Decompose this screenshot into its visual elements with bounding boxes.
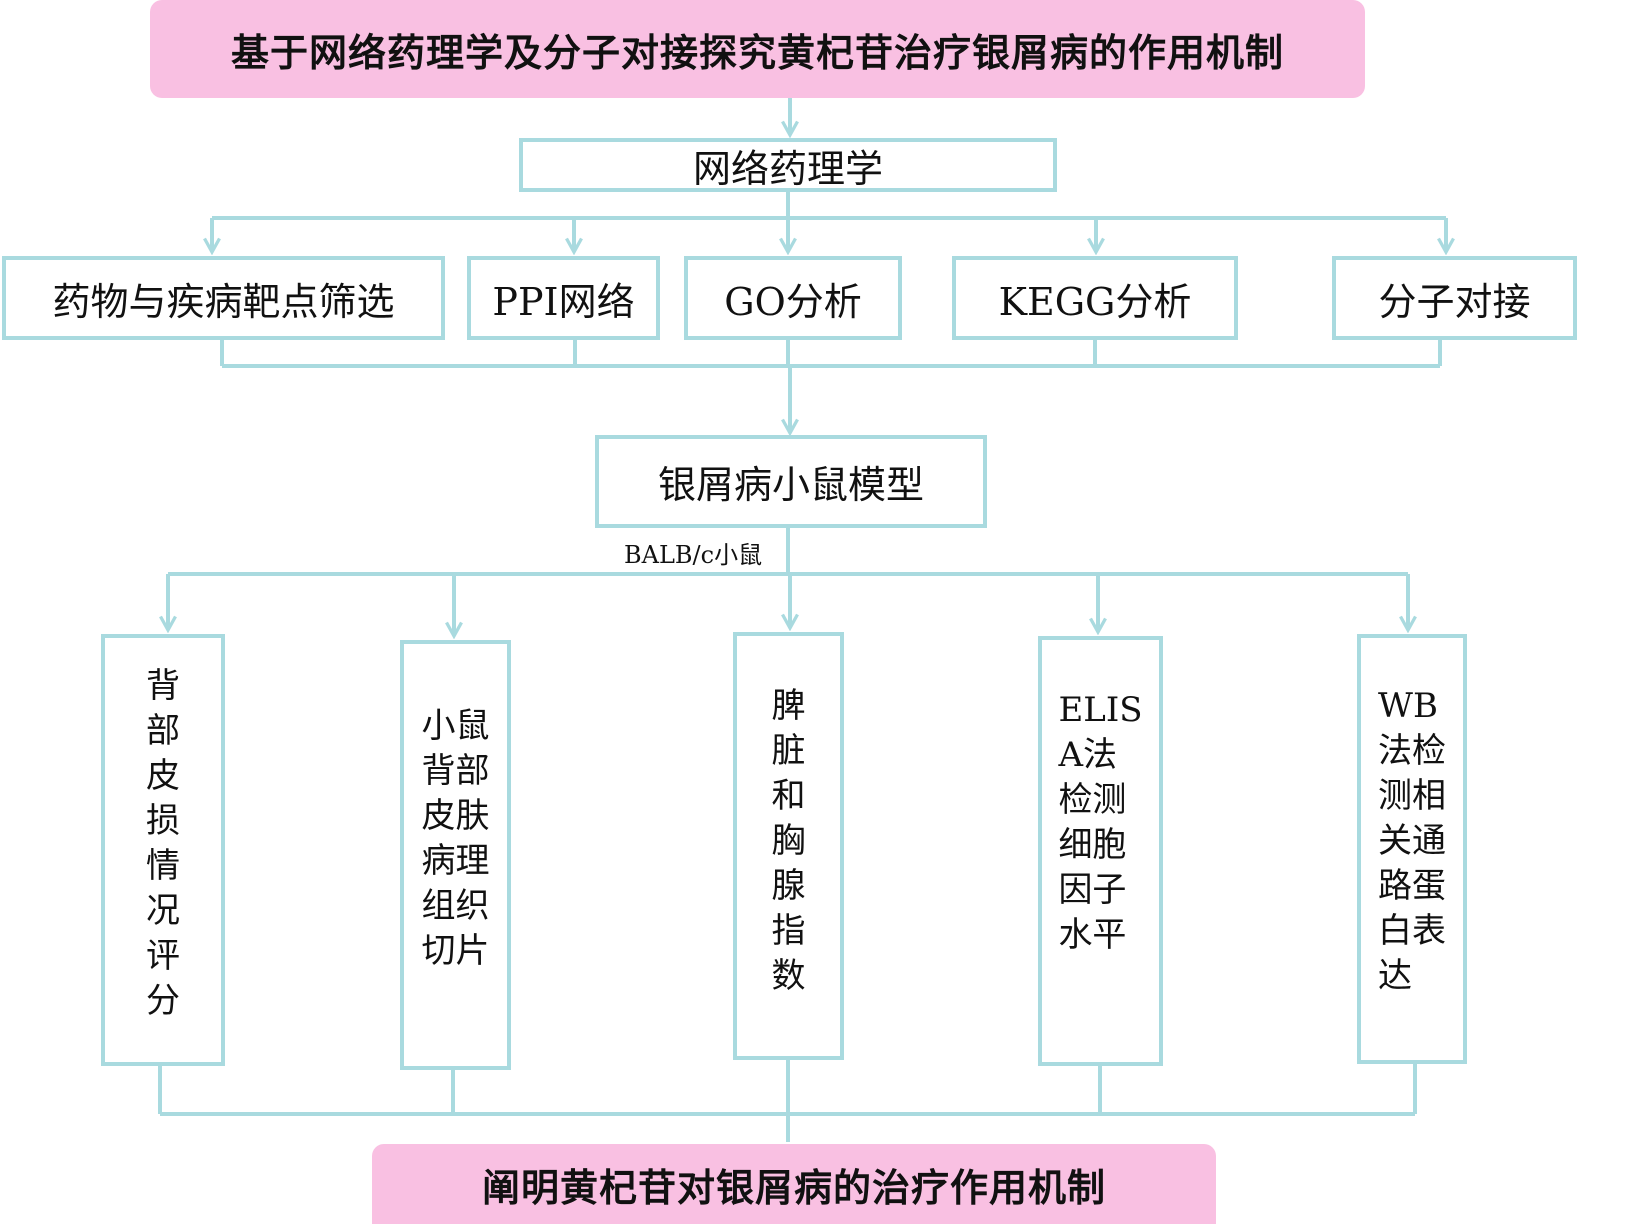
experiment-label: 背 部 皮 损 情 况 评 分: [146, 666, 180, 1021]
method-box-kegg: KEGG分析: [952, 256, 1238, 340]
experiment-label: 脾 脏 和 胸 腺 指 数: [771, 686, 806, 996]
experiment-label: ELIS A法 检测 细胞 因子 水平: [1058, 690, 1143, 955]
network-pharmacology-box: 网络药理学: [519, 138, 1057, 192]
method-box-go: GO分析: [684, 256, 902, 340]
method-label: 分子对接: [1378, 279, 1531, 324]
experiment-box-histology: 小鼠 背部 皮肤 病理 组织 切片: [400, 640, 511, 1070]
experiment-box-skin-score: 背 部 皮 损 情 况 评 分: [101, 634, 225, 1066]
method-box-ppi: PPI网络: [467, 256, 660, 340]
method-box-docking: 分子对接: [1332, 256, 1577, 340]
model-label: 银屑病小鼠模型: [657, 463, 924, 507]
method-label: KEGG分析: [998, 279, 1192, 324]
method-label: GO分析: [724, 279, 862, 324]
method-box-target-screening: 药物与疾病靶点筛选: [2, 256, 445, 340]
network-pharmacology-label: 网络药理学: [692, 146, 883, 191]
model-box: 银屑病小鼠模型: [595, 435, 987, 528]
experiment-box-elisa: ELIS A法 检测 细胞 因子 水平: [1038, 636, 1163, 1066]
model-caption: BALB/c小鼠: [624, 541, 763, 569]
title-box: 基于网络药理学及分子对接探究黄杞苷治疗银屑病的作用机制: [150, 0, 1365, 98]
conclusion-text: 阐明黄杞苷对银屑病的治疗作用机制: [481, 1164, 1106, 1210]
experiment-label: 小鼠 背部 皮肤 病理 组织 切片: [421, 706, 490, 971]
experiment-label: WB 法检 测相 关通 路蛋 白表 达: [1378, 686, 1446, 996]
experiment-box-organ-index: 脾 脏 和 胸 腺 指 数: [733, 632, 844, 1060]
method-label: 药物与疾病靶点筛选: [52, 279, 395, 324]
conclusion-box: 阐明黄杞苷对银屑病的治疗作用机制: [372, 1144, 1216, 1224]
title-text: 基于网络药理学及分子对接探究黄杞苷治疗银屑病的作用机制: [230, 29, 1284, 75]
experiment-box-wb: WB 法检 测相 关通 路蛋 白表 达: [1357, 634, 1467, 1064]
method-label: PPI网络: [492, 279, 635, 324]
